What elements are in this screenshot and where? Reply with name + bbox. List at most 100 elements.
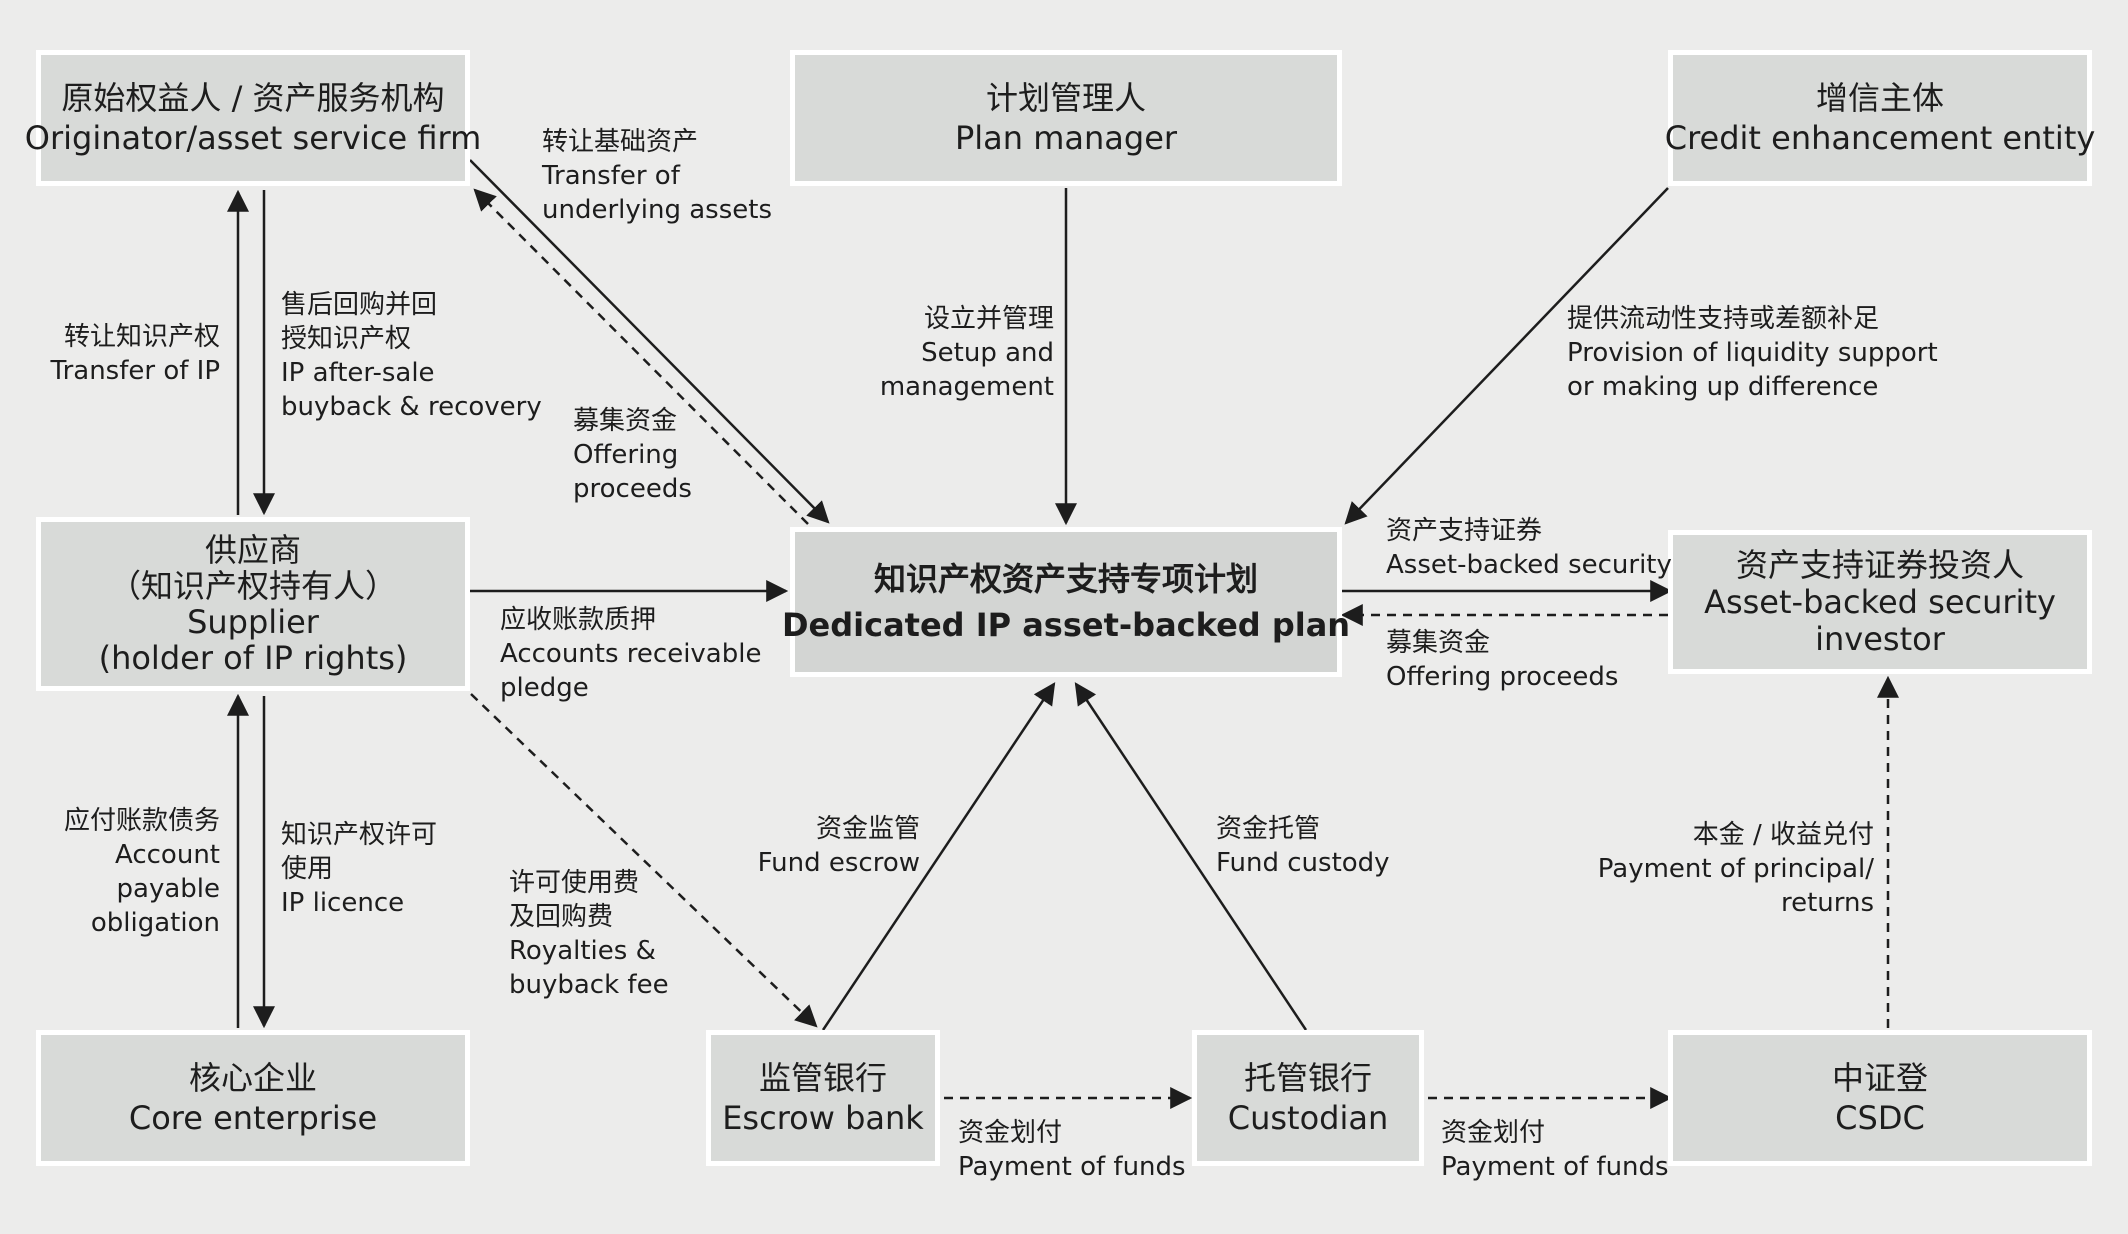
arrow-fund-escrow (821, 682, 1056, 1031)
label-buyback: 售后回购并回 授知识产权 IP after-sale buyback & rec… (281, 288, 542, 424)
credit-zh: 增信主体 (1815, 79, 1944, 117)
label-ip-licence-zh1: 知识产权许可 (281, 820, 438, 850)
escrow-bank-box: 监管银行 Escrow bank (706, 1030, 940, 1166)
originator-zh: 原始权益人 / 资产服务机构 (61, 79, 445, 117)
plan-manager-box: 计划管理人 Plan manager (790, 50, 1342, 186)
label-ip-licence: 知识产权许可 使用 IP licence (281, 818, 437, 920)
label-payment-1: 资金划付 Payment of funds (958, 1116, 1186, 1184)
plan-manager-en: Plan manager (954, 119, 1178, 157)
arrow-fund-custody (1074, 682, 1308, 1031)
label-ap: 应付账款债务 Account payable obligation (44, 804, 220, 940)
label-offering-left-en2: proceeds (573, 474, 692, 504)
label-abs: 资产支持证券 Asset-backed security (1386, 514, 1672, 582)
investor-zh: 资产支持证券投资人 (1735, 545, 2024, 584)
label-offering-left-en1: Offering (573, 440, 679, 470)
originator-en: Originator/asset service firm (24, 119, 482, 157)
label-transfer-ip-en1: Transfer of IP (50, 356, 220, 386)
label-ar-pledge: 应收账款质押 Accounts receivable pledge (500, 603, 761, 705)
label-transfer-ip: 转让知识产权 Transfer of IP (44, 320, 220, 388)
label-royalties-zh1: 许可使用费 (509, 868, 640, 898)
label-liquidity-zh: 提供流动性支持或差额补足 (1567, 304, 1880, 334)
label-royalties-zh2: 及回购费 (509, 902, 614, 932)
label-principal: 本金 / 收益兑付 Payment of principal/ returns (1580, 818, 1874, 920)
supplier-zh-sub: （知识产权持有人） (108, 567, 397, 605)
label-buyback-en2: buyback & recovery (281, 392, 542, 422)
label-offering-right-zh: 募集资金 (1386, 628, 1491, 658)
label-transfer-assets-zh: 转让基础资产 (542, 127, 699, 157)
label-ar-pledge-en2: pledge (500, 673, 589, 703)
label-royalties-en2: buyback fee (509, 970, 669, 1000)
plan-box: 知识产权资产支持专项计划 Dedicated IP asset-backed p… (782, 527, 1350, 677)
label-transfer-assets: 转让基础资产 Transfer of underlying assets (542, 125, 772, 227)
originator-box: 原始权益人 / 资产服务机构 Originator/asset service … (25, 50, 481, 186)
label-offering-right: 募集资金 Offering proceeds (1386, 626, 1618, 694)
label-transfer-assets-en2: underlying assets (542, 195, 772, 225)
label-ar-pledge-zh: 应收账款质押 (500, 605, 657, 635)
label-royalties: 许可使用费 及回购费 Royalties & buyback fee (509, 866, 669, 1002)
label-buyback-zh2: 授知识产权 (281, 324, 412, 354)
label-payment-2: 资金划付 Payment of funds (1441, 1116, 1669, 1184)
plan-zh: 知识产权资产支持专项计划 (873, 560, 1258, 598)
label-ip-licence-zh2: 使用 (281, 854, 334, 884)
investor-en: Asset-backed security (1704, 582, 2056, 621)
escrow-zh: 监管银行 (758, 1059, 887, 1097)
label-offering-left: 募集资金 Offering proceeds (573, 404, 692, 506)
plan-manager-zh: 计划管理人 (985, 79, 1146, 117)
label-royalties-en1: Royalties & (509, 936, 656, 966)
label-ap-en3: obligation (90, 908, 220, 938)
label-offering-left-zh: 募集资金 (573, 406, 678, 436)
custodian-box: 托管银行 Custodian (1192, 1030, 1424, 1166)
csdc-zh: 中证登 (1831, 1059, 1928, 1097)
plan-en: Dedicated IP asset-backed plan (781, 606, 1351, 644)
label-ip-licence-en1: IP licence (281, 888, 405, 918)
label-abs-en1: Asset-backed security (1386, 550, 1672, 580)
label-transfer-ip-zh: 转让知识产权 (63, 322, 220, 352)
label-setup-zh: 设立并管理 (923, 304, 1054, 334)
label-offering-right-en1: Offering proceeds (1386, 662, 1619, 692)
supplier-zh: 供应商 (204, 531, 301, 569)
arrow-liquidity-support (1344, 187, 1669, 525)
label-payment-2-en1: Payment of funds (1441, 1152, 1669, 1182)
supplier-box: 供应商 （知识产权持有人） Supplier (holder of IP rig… (36, 517, 470, 691)
investor-box: 资产支持证券投资人 Asset-backed security investor (1668, 530, 2092, 674)
label-payment-1-zh: 资金划付 (958, 1118, 1063, 1148)
label-liquidity-en1: Provision of liquidity support (1567, 338, 1938, 368)
label-fund-escrow-en1: Fund escrow (757, 848, 920, 878)
label-liquidity-en2: or making up difference (1567, 372, 1879, 402)
label-setup-en1: Setup and (921, 338, 1054, 368)
label-buyback-zh1: 售后回购并回 (281, 290, 438, 320)
label-ap-en2: payable (116, 874, 220, 904)
label-payment-2-zh: 资金划付 (1441, 1118, 1546, 1148)
label-setup: 设立并管理 Setup and management (860, 302, 1054, 404)
label-abs-zh: 资产支持证券 (1386, 516, 1543, 546)
label-buyback-en1: IP after-sale (281, 358, 435, 388)
csdc-en: CSDC (1835, 1099, 1925, 1137)
label-ap-en1: Account (115, 840, 220, 870)
escrow-en: Escrow bank (722, 1099, 924, 1137)
label-principal-zh: 本金 / 收益兑付 (1692, 820, 1874, 850)
label-fund-escrow-zh: 资金监管 (815, 814, 920, 844)
csdc-box: 中证登 CSDC (1668, 1030, 2092, 1166)
supplier-en-sub: (holder of IP rights) (98, 639, 408, 677)
label-fund-escrow: 资金监管 Fund escrow (730, 812, 920, 880)
label-payment-1-en1: Payment of funds (958, 1152, 1186, 1182)
label-fund-custody: 资金托管 Fund custody (1216, 812, 1390, 880)
label-setup-en2: management (879, 372, 1054, 402)
label-principal-en2: returns (1780, 888, 1874, 918)
investor-en-sub: investor (1815, 619, 1945, 658)
core-en: Core enterprise (128, 1099, 378, 1137)
core-zh: 核心企业 (188, 1059, 317, 1097)
supplier-en: Supplier (187, 603, 319, 641)
credit-enhancement-box: 增信主体 Credit enhancement entity (1665, 50, 2095, 186)
label-principal-en1: Payment of principal/ (1597, 854, 1874, 884)
credit-en: Credit enhancement entity (1664, 119, 2096, 157)
label-ar-pledge-en1: Accounts receivable (500, 639, 762, 669)
core-enterprise-box: 核心企业 Core enterprise (36, 1030, 470, 1166)
custodian-en: Custodian (1227, 1099, 1389, 1137)
label-liquidity: 提供流动性支持或差额补足 Provision of liquidity supp… (1567, 302, 1938, 404)
custodian-zh: 托管银行 (1243, 1059, 1372, 1097)
label-transfer-assets-en1: Transfer of (542, 161, 680, 191)
label-ap-zh: 应付账款债务 (63, 806, 220, 836)
